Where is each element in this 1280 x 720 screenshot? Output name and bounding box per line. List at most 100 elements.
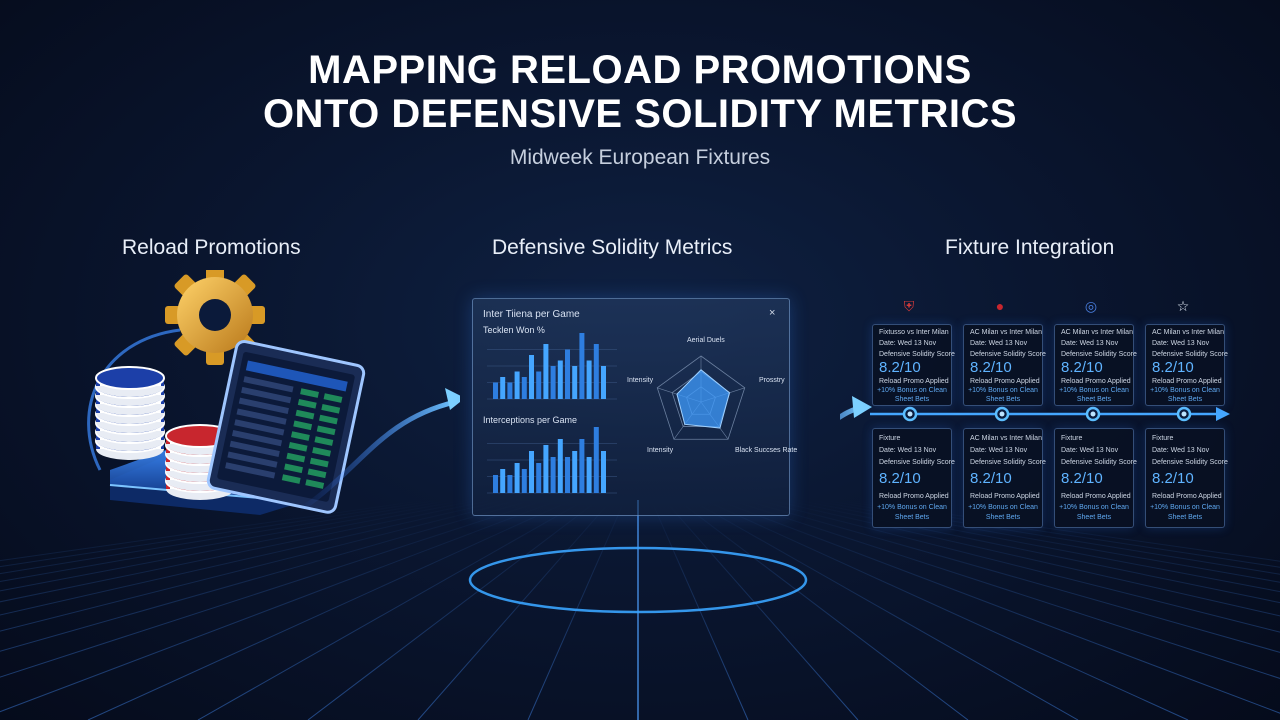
solidity-score: 8.2/10 bbox=[1061, 470, 1103, 487]
radar-label-prosstry: Prosstry bbox=[759, 377, 785, 384]
section-heading-fixture: Fixture Integration bbox=[945, 236, 1115, 259]
bonus-text: +10% Bonus on Clean bbox=[877, 387, 947, 394]
fixture-name: Fixture bbox=[879, 435, 901, 442]
bonus-text: +10% Bonus on Clean bbox=[1059, 387, 1129, 394]
interceptions-bar bbox=[493, 475, 498, 493]
tackles-bar bbox=[579, 333, 585, 399]
panel-charts bbox=[487, 333, 746, 494]
bonus-text: +10% Bonus on Clean bbox=[1059, 504, 1129, 511]
fixture-date: Date: Wed 13 Nov bbox=[1061, 340, 1119, 347]
fixture-name: AC Milan vs Inter Milan bbox=[1061, 329, 1133, 336]
tackles-bar bbox=[507, 382, 513, 399]
interceptions-bar bbox=[557, 439, 563, 493]
bonus-text: +10% Bonus on Clean bbox=[1150, 387, 1220, 394]
star-icon: ☆ bbox=[1176, 298, 1190, 314]
fixture-name: Fixture bbox=[1061, 435, 1083, 442]
fixture-date: Date: Wed 13 Nov bbox=[1152, 340, 1210, 347]
score-label: Defensive Solidity Score bbox=[970, 459, 1046, 466]
tackles-bar bbox=[543, 344, 549, 399]
interceptions-bar bbox=[565, 457, 570, 493]
interceptions-bar bbox=[593, 427, 599, 493]
tackles-bar bbox=[536, 371, 542, 399]
title-line-1: MAPPING RELOAD PROMOTIONS bbox=[308, 48, 972, 92]
tackles-bar bbox=[572, 366, 578, 399]
promo-applied: Reload Promo Applied bbox=[970, 378, 1040, 385]
tackles-bar bbox=[521, 377, 527, 399]
tackles-bar bbox=[557, 360, 563, 399]
radar-label-aerial: Aerial Duels bbox=[687, 337, 725, 344]
bonus-text-2: Sheet Bets bbox=[1076, 514, 1112, 521]
score-label: Defensive Solidity Score bbox=[879, 459, 955, 466]
score-label: Defensive Solidity Score bbox=[1152, 459, 1228, 466]
close-icon[interactable]: × bbox=[769, 307, 776, 319]
tackles-bar bbox=[529, 355, 534, 399]
shield-icon: ⛨ bbox=[903, 298, 915, 314]
fixture-date: Date: Wed 13 Nov bbox=[1061, 447, 1119, 454]
bonus-text-2: Sheet Bets bbox=[985, 514, 1021, 521]
bonus-text-2: Sheet Bets bbox=[1076, 396, 1112, 403]
solidity-score: 8.2/10 bbox=[1061, 359, 1103, 376]
solidity-score: 8.2/10 bbox=[1152, 470, 1194, 487]
promo-applied: Reload Promo Applied bbox=[879, 378, 949, 385]
tackles-bar bbox=[565, 349, 570, 399]
tackles-bar bbox=[500, 377, 506, 399]
interceptions-bar bbox=[572, 451, 578, 493]
blue-chip-stack bbox=[95, 366, 165, 460]
interceptions-bar bbox=[507, 475, 513, 493]
interceptions-bar bbox=[601, 451, 606, 493]
radar-label-intensity-1: Intensity bbox=[627, 377, 654, 384]
solidity-score: 8.2/10 bbox=[970, 470, 1012, 487]
interceptions-bar bbox=[550, 457, 556, 493]
center-circle bbox=[468, 546, 808, 614]
solidity-score: 8.2/10 bbox=[970, 359, 1012, 376]
interceptions-bar bbox=[529, 451, 534, 493]
solidity-score: 8.2/10 bbox=[1152, 359, 1194, 376]
score-label: Defensive Solidity Score bbox=[879, 351, 955, 358]
tackles-bar bbox=[514, 371, 520, 399]
tackles-bar bbox=[550, 366, 556, 399]
promo-applied: Reload Promo Applied bbox=[879, 493, 949, 500]
chart2-label: Interceptions per Game bbox=[483, 415, 578, 425]
bonus-text-2: Sheet Bets bbox=[1167, 514, 1203, 521]
tackles-bar bbox=[586, 360, 592, 399]
bonus-text-2: Sheet Bets bbox=[985, 396, 1021, 403]
gear-icon bbox=[165, 270, 265, 365]
bonus-text-2: Sheet Bets bbox=[1167, 396, 1203, 403]
bonus-text: +10% Bonus on Clean bbox=[1150, 504, 1220, 511]
defensive-metrics-panel: Inter Tiiena per Game × Tecklen Won % In… bbox=[472, 298, 797, 516]
fixture-date: Date: Wed 13 Nov bbox=[970, 340, 1028, 347]
chart1-label: Tecklen Won % bbox=[483, 325, 545, 335]
fixture-name: Fixtusso vs Inter Milan bbox=[879, 329, 949, 336]
section-heading-defensive: Defensive Solidity Metrics bbox=[492, 236, 733, 259]
subtitle: Midweek European Fixtures bbox=[509, 146, 771, 169]
score-label: Defensive Solidity Score bbox=[970, 351, 1046, 358]
title-line-2: ONTO DEFENSIVE SOLIDITY METRICS bbox=[262, 92, 1018, 136]
promo-applied: Reload Promo Applied bbox=[1061, 378, 1131, 385]
interceptions-bar bbox=[536, 463, 542, 493]
tackles-bar bbox=[593, 344, 599, 399]
milan-crest-icon: ● bbox=[995, 298, 1005, 314]
bonus-text: +10% Bonus on Clean bbox=[968, 504, 1038, 511]
radar-label-intensity-2: Intensity bbox=[647, 447, 674, 454]
bonus-text-2: Sheet Bets bbox=[894, 396, 930, 403]
interceptions-bar bbox=[586, 457, 592, 493]
radar-area bbox=[676, 369, 731, 429]
solidity-score: 8.2/10 bbox=[879, 470, 921, 487]
fixture-name: AC Milan vs Inter Milan bbox=[1152, 329, 1224, 336]
fixture-date: Date: Wed 13 Nov bbox=[970, 447, 1028, 454]
interceptions-bar bbox=[521, 469, 527, 493]
score-label: Defensive Solidity Score bbox=[1061, 459, 1137, 466]
promo-applied: Reload Promo Applied bbox=[1152, 493, 1222, 500]
section-heading-reload: Reload Promotions bbox=[122, 236, 301, 259]
fixture-date: Date: Wed 13 Nov bbox=[879, 340, 937, 347]
score-label: Defensive Solidity Score bbox=[1152, 351, 1228, 358]
solidity-score: 8.2/10 bbox=[879, 359, 921, 376]
